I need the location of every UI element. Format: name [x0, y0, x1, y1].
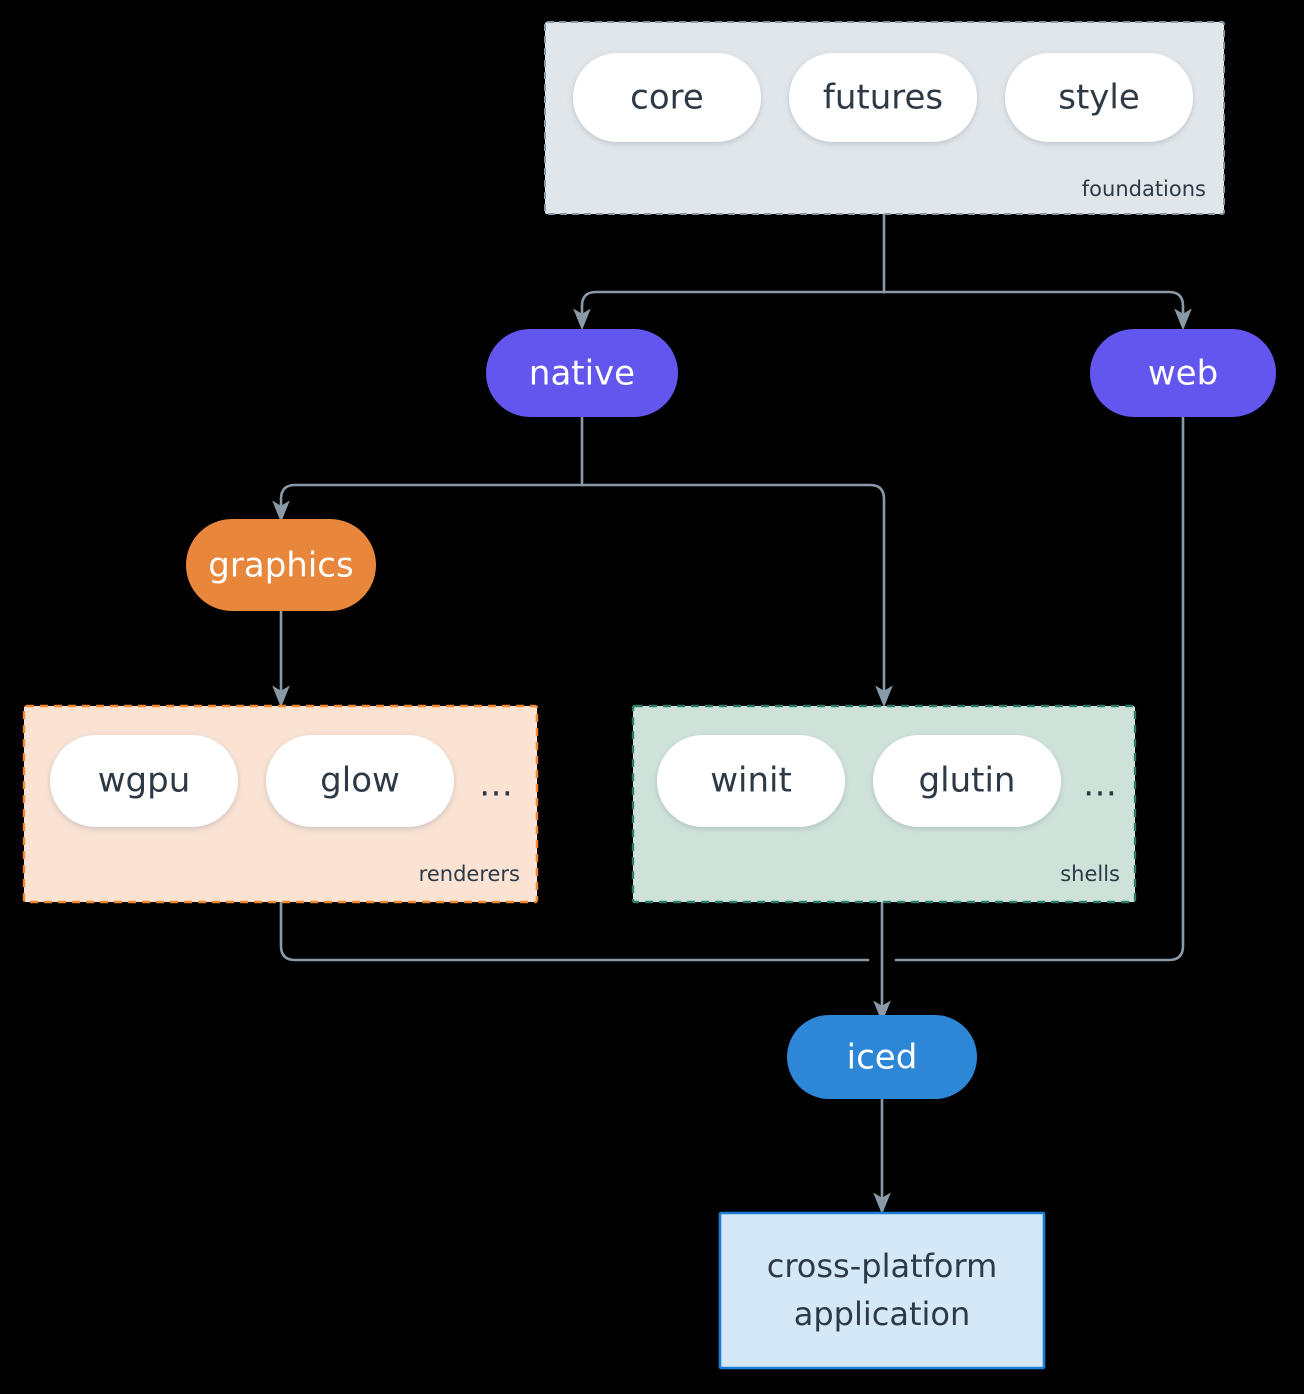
node-app-label-line1: cross-platform — [767, 1247, 997, 1285]
pill-style-shape — [1005, 53, 1193, 142]
cluster-shells-label: shells — [1060, 862, 1120, 886]
node-graphics-label: graphics — [208, 546, 353, 586]
node-native[interactable]: native — [486, 329, 678, 417]
node-app-label-line2: application — [794, 1295, 971, 1333]
pill-wgpu[interactable]: wgpu — [50, 735, 238, 827]
node-graphics-shape — [186, 519, 376, 611]
pill-wgpu-shape — [50, 735, 238, 827]
edge-web-to-merge — [894, 415, 1185, 962]
pill-winit-label: winit — [710, 761, 792, 801]
pill-futures-shape — [789, 53, 977, 142]
renderers-ellipsis-icon: … — [479, 765, 515, 805]
node-cross-platform-application[interactable]: cross-platform application — [718, 1211, 1046, 1370]
node-iced[interactable]: iced — [787, 1015, 977, 1099]
node-web-shape — [1090, 329, 1276, 417]
pill-core[interactable]: core — [573, 53, 761, 142]
edge-foundations-to-web — [882, 290, 1192, 331]
edge-renderers-to-merge — [279, 900, 870, 962]
node-iced-label: iced — [847, 1038, 918, 1078]
pill-glow-shape — [266, 735, 454, 827]
pill-glutin-label: glutin — [919, 761, 1016, 801]
pill-wgpu-label: wgpu — [98, 761, 191, 801]
node-web[interactable]: web — [1090, 329, 1276, 417]
pill-glow[interactable]: glow — [266, 735, 454, 827]
pill-glutin[interactable]: glutin — [873, 735, 1061, 827]
edge-native-to-graphics — [272, 483, 584, 523]
pill-winit[interactable]: winit — [657, 735, 845, 827]
cluster-foundations-label: foundations — [1082, 177, 1206, 201]
node-graphics[interactable]: graphics — [186, 519, 376, 611]
pill-futures[interactable]: futures — [789, 53, 977, 142]
node-iced-shape — [787, 1015, 977, 1099]
edge-foundations-to-native — [573, 290, 886, 331]
cluster-foundations: core futures style foundations — [544, 21, 1225, 215]
node-native-shape — [486, 329, 678, 417]
node-app-shape — [718, 1211, 1046, 1370]
node-native-label: native — [529, 354, 635, 394]
cluster-renderers: wgpu glow … renderers — [22, 704, 539, 904]
pill-glutin-shape — [873, 735, 1061, 827]
pill-futures-label: futures — [823, 78, 943, 118]
cluster-renderers-label: renderers — [419, 862, 520, 886]
edge-native-to-shells — [580, 483, 893, 708]
node-web-label: web — [1148, 354, 1218, 394]
edge-layer — [272, 212, 1192, 1215]
pill-glow-label: glow — [320, 761, 400, 801]
pill-style-label: style — [1058, 78, 1140, 118]
cluster-shells: winit glutin … shells — [631, 704, 1137, 904]
shells-ellipsis-icon: … — [1083, 765, 1119, 805]
pill-winit-shape — [657, 735, 845, 827]
pill-style[interactable]: style — [1005, 53, 1193, 142]
pill-core-shape — [573, 53, 761, 142]
pill-core-label: core — [630, 78, 704, 118]
